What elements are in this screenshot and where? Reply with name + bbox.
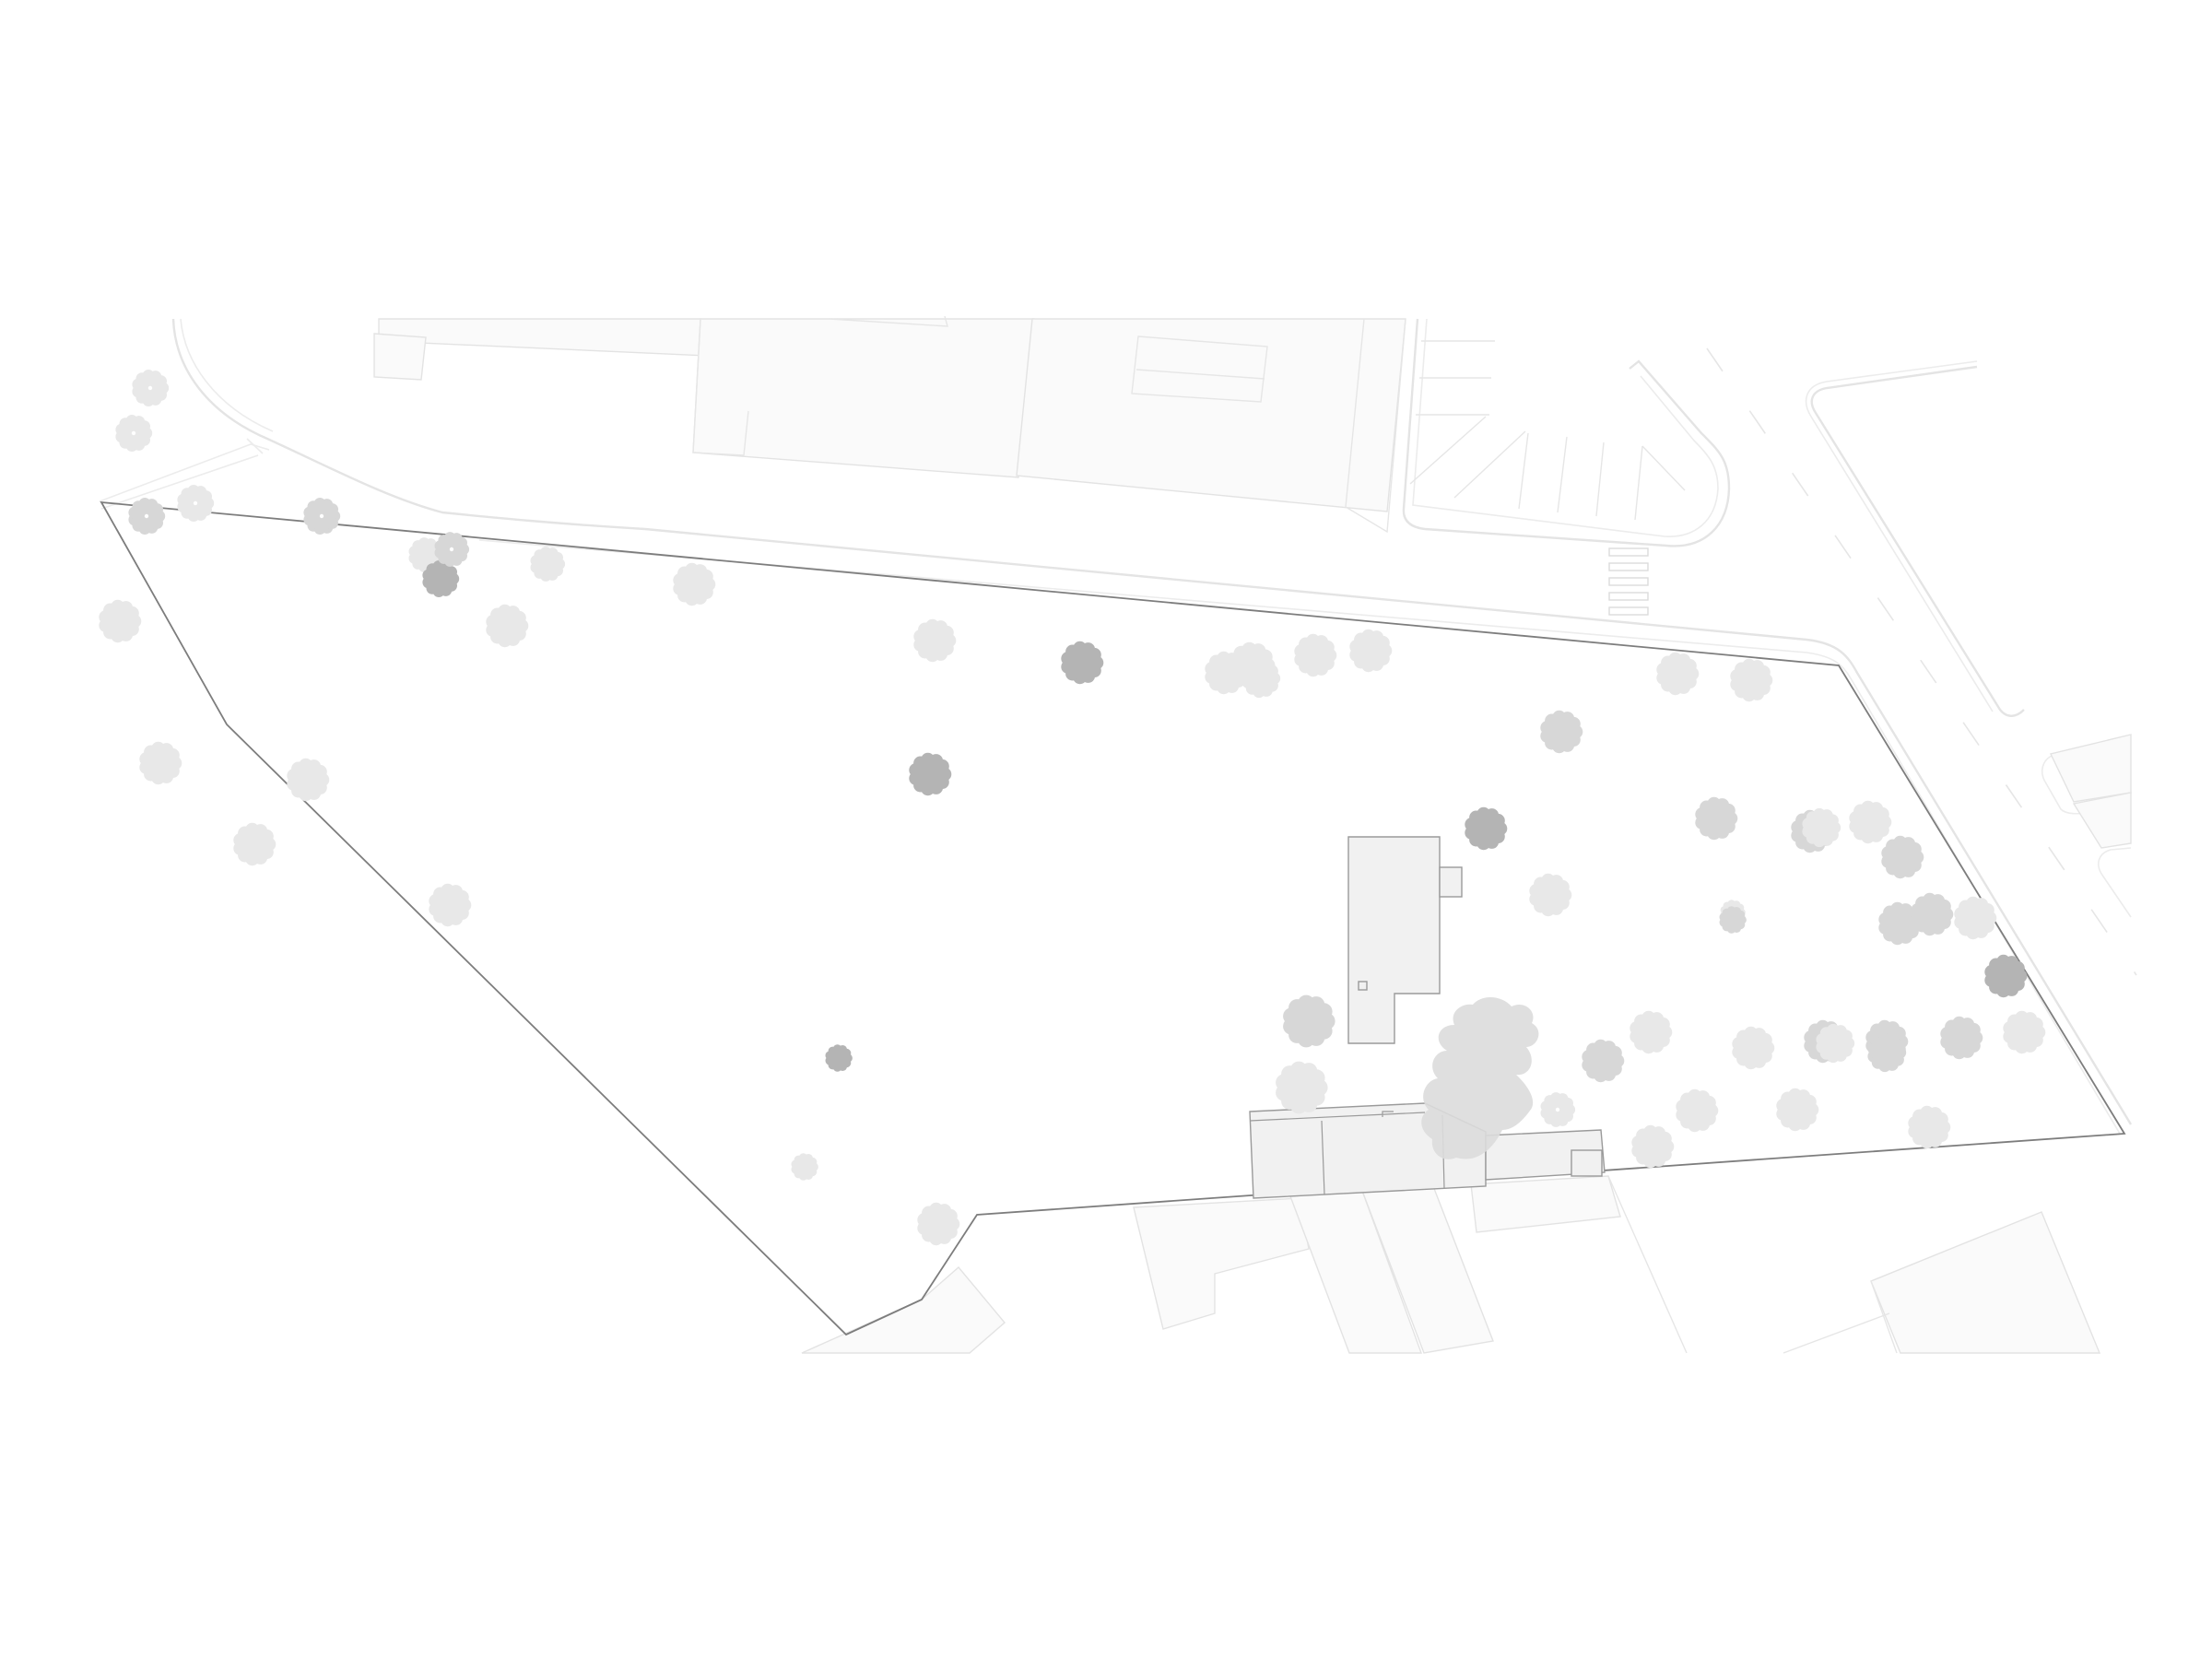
context-lot-line-south bbox=[1607, 1175, 1688, 1354]
context-building-north-7 bbox=[1345, 318, 1406, 534]
context-building-east-1 bbox=[2049, 734, 2132, 803]
tree-47 bbox=[1816, 1023, 1855, 1064]
tree-trunk-marker bbox=[193, 500, 198, 506]
tree-41 bbox=[1283, 994, 1335, 1048]
road-east-island-2 bbox=[2098, 847, 2132, 918]
site-building-chimney bbox=[1358, 981, 1368, 991]
context-buildings-north bbox=[373, 315, 1406, 534]
road-north-edge-outer bbox=[180, 318, 274, 432]
tree-trunk-marker bbox=[1555, 1107, 1560, 1112]
tree-50 bbox=[1940, 1016, 1983, 1060]
tree-1 bbox=[132, 370, 170, 406]
tree-42 bbox=[1276, 1061, 1328, 1114]
roads bbox=[99, 318, 2137, 1135]
parking-lot bbox=[1402, 318, 1731, 547]
tree-43 bbox=[1630, 1010, 1673, 1054]
tree-trunk-marker bbox=[144, 513, 149, 519]
tree-34 bbox=[1802, 807, 1841, 848]
tree-24 bbox=[1349, 629, 1393, 673]
tree-38 bbox=[1911, 892, 1954, 936]
tree-30 bbox=[1529, 873, 1572, 917]
tree-trunk-marker bbox=[449, 547, 454, 552]
tree-7 bbox=[139, 741, 182, 785]
trees bbox=[99, 370, 2046, 1246]
tree-4 bbox=[177, 485, 215, 522]
site-building-shed-annex bbox=[1571, 1149, 1603, 1177]
tree-37 bbox=[1878, 901, 1922, 946]
tree-28 bbox=[1465, 806, 1508, 851]
tree-23 bbox=[1294, 633, 1337, 677]
tree-2 bbox=[115, 415, 153, 452]
context-buildings-south bbox=[801, 1175, 2101, 1354]
tree-13 bbox=[434, 532, 470, 567]
tree-26 bbox=[1730, 658, 1773, 702]
tree-59 bbox=[917, 1202, 960, 1246]
parking-stalls bbox=[1409, 340, 1686, 521]
tree-18 bbox=[1061, 641, 1104, 685]
road-west-stub-end bbox=[246, 438, 264, 454]
tree-58 bbox=[791, 1153, 818, 1181]
tree-15 bbox=[486, 604, 529, 648]
context-building-south-6 bbox=[1783, 1280, 1898, 1354]
tree-12 bbox=[422, 560, 460, 597]
tree-14 bbox=[530, 547, 566, 582]
tree-35 bbox=[1849, 800, 1892, 844]
tree-36 bbox=[1881, 835, 1924, 879]
road-west-stub bbox=[99, 443, 270, 510]
context-building-southwest bbox=[801, 1266, 1006, 1354]
site-building-annex bbox=[1439, 866, 1463, 898]
context-building-north-2 bbox=[373, 333, 427, 381]
tree-25 bbox=[1656, 652, 1700, 696]
tree-32 bbox=[1719, 906, 1747, 934]
road-east-median bbox=[1810, 365, 2025, 717]
context-building-east-2 bbox=[2072, 792, 2132, 849]
road-east-median-inner bbox=[1805, 360, 1994, 712]
tree-39 bbox=[1954, 896, 1997, 940]
tree-27 bbox=[1540, 710, 1583, 754]
crosswalk bbox=[1608, 547, 1649, 616]
road-north-curb bbox=[478, 539, 2121, 1135]
tree-44 bbox=[1582, 1039, 1625, 1083]
road-north-edge bbox=[171, 318, 2133, 1125]
tree-40 bbox=[1984, 954, 2028, 998]
tree-56 bbox=[1908, 1105, 1951, 1149]
tree-45 bbox=[1732, 1026, 1775, 1070]
site-building-main bbox=[1347, 836, 1441, 1044]
tree-29 bbox=[1695, 796, 1738, 841]
tree-22 bbox=[1241, 658, 1281, 699]
tree-trunk-marker bbox=[147, 385, 153, 391]
tree-canopy-large bbox=[1421, 996, 1539, 1159]
tree-54 bbox=[1540, 1092, 1576, 1127]
tree-5 bbox=[303, 498, 341, 535]
tree-16 bbox=[673, 562, 716, 606]
tree-trunk-marker bbox=[131, 430, 136, 436]
tree-6 bbox=[99, 599, 142, 643]
context-building-south-5 bbox=[1870, 1211, 2101, 1354]
tree-8 bbox=[287, 758, 330, 802]
tree-55 bbox=[1631, 1124, 1675, 1169]
tree-52 bbox=[1676, 1088, 1719, 1133]
context-building-north-6 bbox=[692, 315, 948, 456]
tree-19 bbox=[909, 752, 952, 796]
tree-trunk-marker bbox=[319, 513, 324, 519]
context-building-north-4 bbox=[1016, 318, 1406, 512]
context-building-north-1 bbox=[378, 318, 709, 357]
tree-17 bbox=[913, 618, 957, 663]
site-parcel-boundary bbox=[100, 500, 2126, 1336]
tree-9 bbox=[233, 822, 276, 866]
tree-53 bbox=[1776, 1088, 1819, 1132]
context-buildings-east bbox=[2049, 734, 2132, 849]
tree-57 bbox=[825, 1044, 853, 1072]
tree-10 bbox=[429, 883, 472, 927]
tree-51 bbox=[2003, 1010, 2046, 1054]
context-building-north-5 bbox=[1131, 335, 1268, 403]
context-building-south-4 bbox=[1470, 1175, 1621, 1233]
tree-49 bbox=[1867, 1032, 1907, 1073]
context-building-south-1 bbox=[1133, 1197, 1310, 1330]
tree-3 bbox=[128, 498, 166, 535]
lane-markings-east bbox=[1706, 347, 2137, 976]
parking-lot-edge-inner bbox=[1412, 318, 1719, 537]
parking-lot-edge bbox=[1402, 318, 1731, 547]
